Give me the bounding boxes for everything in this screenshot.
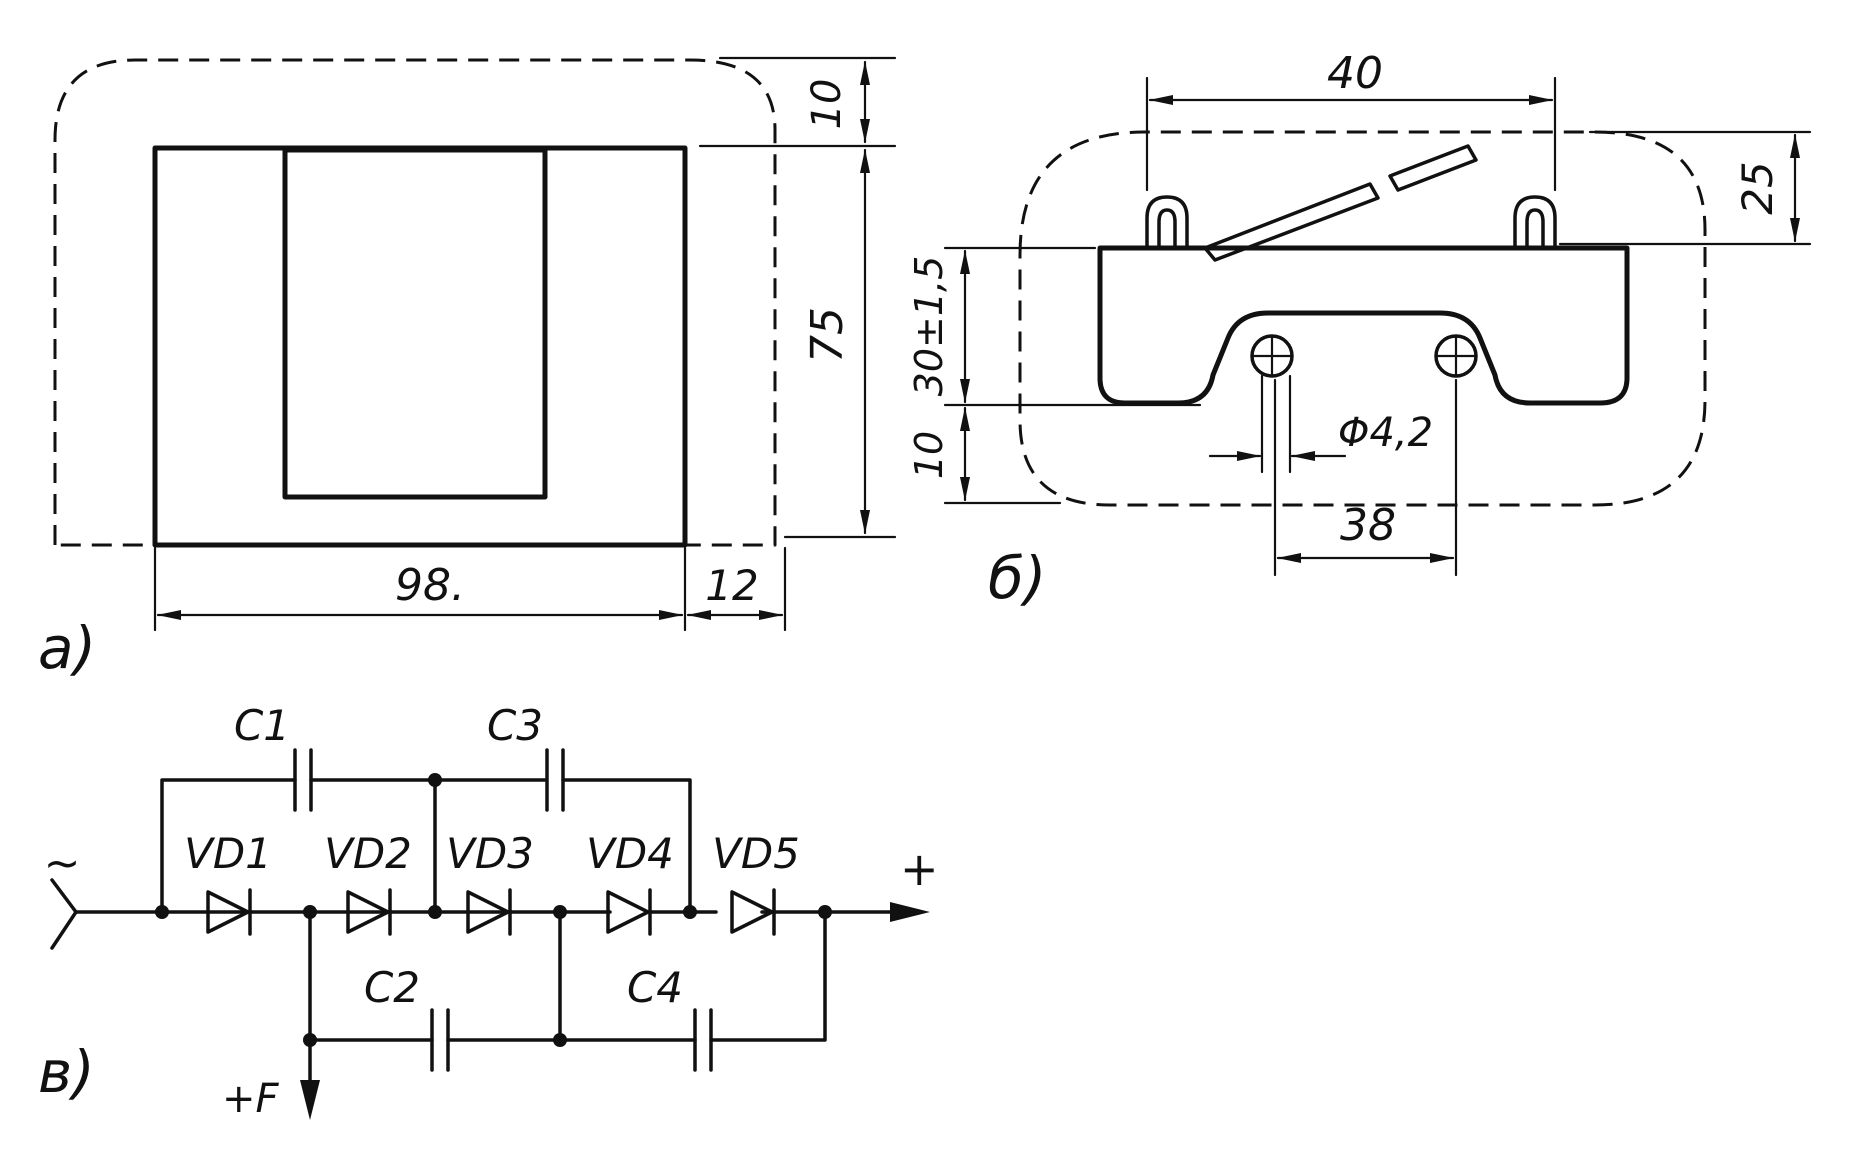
junction-dot [553,1033,567,1047]
dim-body-height: 30±1,5 [907,256,951,397]
part-b-mount-hole-left [1250,334,1294,378]
output-plus-label: + [900,842,939,896]
junction-dot [303,905,317,919]
capacitor-c2 [430,1008,450,1072]
label-vd1: VD1 [184,829,272,878]
output-focus-label: +F [222,1076,280,1122]
dim-height: 75 [802,307,853,363]
label-vd4: VD4 [586,829,674,878]
part-c-schematic: ~ + VD1 VD2 VD3 VD4 VD5 [38,701,939,1122]
diode-vd4 [606,888,652,936]
part-b-lead-wire [1203,182,1380,262]
part-b-terminal-left [1145,195,1189,250]
part-b-clearance-outline [1018,130,1707,507]
capacitor-c1 [293,748,313,812]
dim-lead-height: 25 [1733,161,1782,214]
junction-dot [428,773,442,787]
junction-dot [553,905,567,919]
part-a-drawing: 10 75 98. 12 a) [38,56,897,682]
diode-vd1 [206,888,252,936]
part-b-body [1097,245,1630,406]
junction-dot [303,1033,317,1047]
part-c-label: в) [38,1038,95,1106]
dim-terminal-spacing: 40 [1327,48,1383,99]
output-focus-arrow [300,1080,320,1120]
output-plus-arrow [890,902,930,922]
part-a-core-outline [152,145,688,548]
part-b-label: б) [988,544,1046,612]
input-ac-symbol: ~ [44,838,81,889]
junction-dot [683,905,697,919]
dim-width: 98. [395,560,465,611]
part-b-terminal-right [1513,195,1557,250]
label-c1: C1 [234,701,290,750]
label-vd2: VD2 [324,829,412,878]
part-b-drawing: 40 25 30±1,5 10 Φ4,2 38 б) [907,48,1812,612]
junction-dot [818,905,832,919]
dim-hole-spacing: 38 [1340,500,1396,551]
part-b-mount-hole-right [1434,334,1478,378]
dim-hole-diameter: Φ4,2 [1338,410,1433,456]
dim-bottom-clearance: 10 [907,431,951,479]
dim-side-clearance: 12 [705,561,758,610]
dim-top-clearance: 10 [804,79,850,130]
part-a-label: a) [38,614,96,682]
label-c3: C3 [487,701,543,750]
junction-dot [428,905,442,919]
diode-vd3 [466,888,512,936]
part-a-coil-window [282,147,548,500]
label-vd5: VD5 [712,829,800,878]
input-terminal [50,878,78,950]
diode-vd2 [346,888,392,936]
junction-dot [155,905,169,919]
label-c2: C2 [364,963,420,1012]
part-a-clearance-outline [53,58,777,547]
diode-vd5 [730,888,776,936]
label-c4: C4 [627,963,683,1012]
label-vd3: VD3 [446,829,534,878]
capacitor-c3 [545,748,565,812]
capacitor-c4 [693,1008,713,1072]
